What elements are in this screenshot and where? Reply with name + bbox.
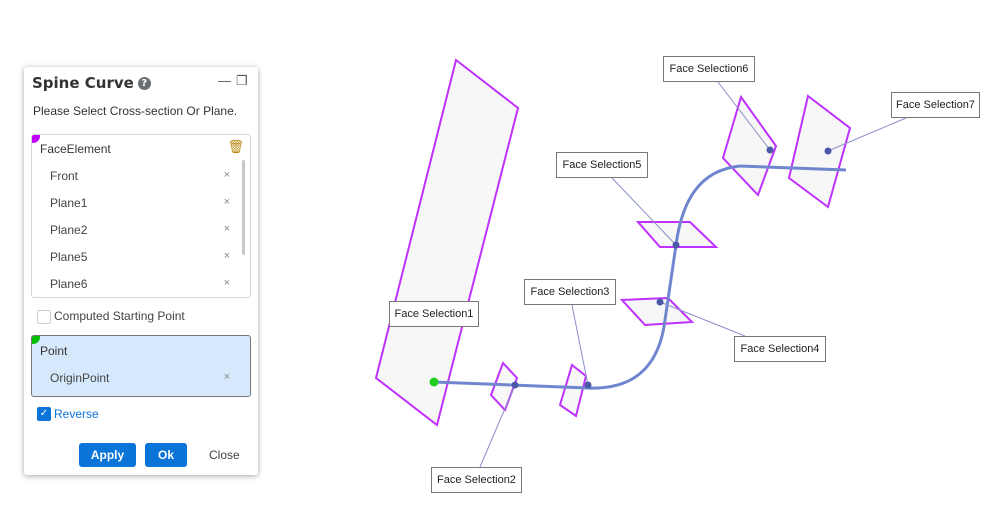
leader-line [611, 177, 677, 246]
plane-front[interactable] [374, 58, 520, 427]
minimize-icon[interactable]: — [218, 73, 231, 88]
point-accent-marker [32, 336, 40, 344]
selection-point[interactable] [584, 381, 592, 389]
remove-icon[interactable]: × [223, 371, 230, 383]
list-item[interactable]: Plane5 [50, 250, 88, 264]
apply-button[interactable]: Apply [79, 443, 136, 467]
selection-point[interactable] [824, 147, 832, 155]
list-item[interactable]: Plane1 [50, 196, 88, 210]
face-accent-marker [32, 135, 40, 143]
face-element-list[interactable]: FaceElement 🗑 Front × Plane1 × Plane2 × Pla… [31, 134, 251, 298]
reverse-label: Reverse [54, 407, 99, 421]
plane-selection6[interactable] [721, 94, 778, 197]
remove-icon[interactable]: × [223, 277, 230, 289]
panel-title-text: Spine Curve [32, 74, 134, 92]
list-item[interactable]: Front [50, 169, 79, 183]
ok-button[interactable]: Ok [145, 443, 187, 467]
remove-icon[interactable]: × [223, 169, 230, 181]
selection-point[interactable] [511, 381, 519, 389]
help-icon[interactable]: ? [137, 77, 151, 90]
face-selection2-label: Face Selection2 [431, 467, 522, 493]
leader-line [479, 384, 516, 468]
reverse-checkbox[interactable]: ✓ [37, 407, 51, 421]
point-label: Point [40, 344, 68, 358]
selection-point[interactable] [656, 298, 664, 306]
spine-curve[interactable] [433, 164, 847, 390]
instruction-text: Please Select Cross-section Or Plane. [33, 104, 238, 118]
remove-icon[interactable]: × [223, 250, 230, 262]
face-selection1-label: Face Selection1 [389, 301, 479, 327]
remove-icon[interactable]: × [223, 196, 230, 208]
trash-icon[interactable]: 🗑 [227, 139, 244, 154]
list-item[interactable]: Plane2 [50, 223, 88, 237]
close-button[interactable]: Close [209, 448, 240, 462]
leader-line [659, 301, 746, 337]
plane-selection7[interactable] [787, 94, 852, 209]
leader-line [827, 117, 907, 152]
point-selector[interactable]: Point OriginPoint × [31, 335, 251, 397]
face-selection5-label: Face Selection5 [556, 152, 648, 178]
remove-icon[interactable]: × [223, 223, 230, 235]
list-item[interactable]: OriginPoint [50, 371, 110, 385]
spine-curve-panel: Spine Curve? — ❐ Please Select Cross-sec… [24, 67, 258, 475]
face-selection3-label: Face Selection3 [524, 279, 616, 305]
face-selection7-label: Face Selection7 [891, 92, 980, 118]
origin-point[interactable] [429, 377, 439, 387]
leader-line [571, 304, 589, 386]
plane-selection4[interactable] [619, 296, 695, 327]
computed-starting-point-checkbox[interactable] [37, 310, 51, 324]
panel-title: Spine Curve? [32, 74, 151, 92]
computed-starting-point-label: Computed Starting Point [54, 309, 185, 323]
leader-line [717, 81, 771, 151]
selection-point[interactable] [672, 241, 680, 249]
face-element-label: FaceElement [40, 142, 111, 156]
face-selection4-label: Face Selection4 [734, 336, 826, 362]
plane-selection3[interactable] [558, 363, 588, 418]
selection-point[interactable] [766, 146, 774, 154]
restore-icon[interactable]: ❐ [236, 73, 248, 88]
face-selection6-label: Face Selection6 [663, 56, 755, 82]
scrollbar[interactable] [242, 160, 245, 255]
list-item[interactable]: Plane6 [50, 277, 88, 291]
